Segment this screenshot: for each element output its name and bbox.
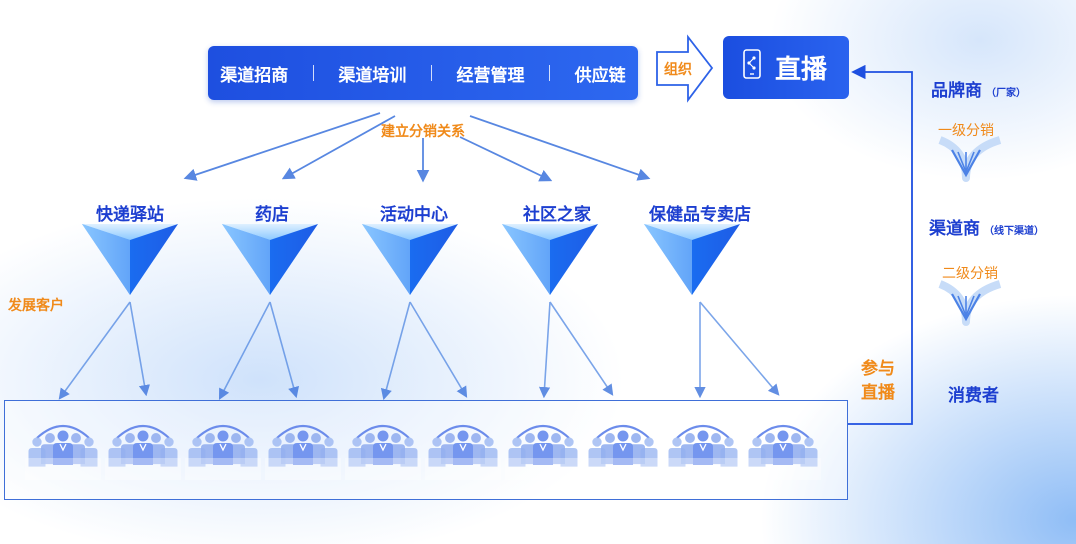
organize-arrow-icon xyxy=(656,34,714,103)
customer-group-icon xyxy=(345,425,421,480)
separator xyxy=(549,65,551,81)
customer-group-icon xyxy=(185,425,261,480)
store-label[interactable]: 快递驿站 xyxy=(96,205,164,225)
customer-group-icon xyxy=(265,425,341,480)
chevron-down-icon xyxy=(938,280,1002,326)
top-bar-item[interactable]: 渠道招商 xyxy=(220,65,289,86)
store-label[interactable]: 保健品专卖店 xyxy=(649,205,751,225)
channel-note: （线下渠道） xyxy=(984,226,1044,237)
channel-title: 渠道商 （线下渠道） xyxy=(929,214,1044,239)
customer-group-icon xyxy=(425,425,501,480)
level2-label: 二级分销 xyxy=(942,266,998,282)
brand-title: 品牌商 （厂家） xyxy=(931,76,1026,101)
store-label[interactable]: 活动中心 xyxy=(380,205,448,225)
participate-label: 参与 直播 xyxy=(858,357,898,405)
funnel-shapes xyxy=(82,224,740,295)
smartphone-share-icon xyxy=(743,49,761,86)
participate-line: 直播 xyxy=(861,383,895,403)
customer-group-icon xyxy=(745,425,821,480)
channel-title-text: 渠道商 xyxy=(929,219,980,239)
live-box[interactable]: 直播 xyxy=(723,36,849,99)
separator xyxy=(430,65,432,81)
develop-label: 发展客户 xyxy=(8,298,64,314)
customer-group-icon xyxy=(25,425,101,480)
store-label[interactable]: 药店 xyxy=(255,205,289,225)
customer-group-icon xyxy=(505,425,581,480)
organize-label: 组织 xyxy=(664,62,692,78)
top-bar: 渠道招商 渠道培训 经营管理 供应链 xyxy=(208,46,638,100)
customer-box xyxy=(4,400,848,500)
participate-line: 参与 xyxy=(861,359,895,379)
consumer-title: 消费者 xyxy=(948,386,999,406)
customer-group-icon xyxy=(105,425,181,480)
chevron-down-icon xyxy=(938,136,1002,182)
customer-groups xyxy=(25,425,821,480)
customer-group-icon xyxy=(585,425,661,480)
store-label[interactable]: 社区之家 xyxy=(523,205,591,225)
live-label: 直播 xyxy=(775,55,828,85)
relation-label: 建立分销关系 xyxy=(381,124,465,140)
level1-label: 一级分销 xyxy=(938,123,994,139)
top-bar-item[interactable]: 经营管理 xyxy=(456,65,525,86)
customer-group-icon xyxy=(665,425,741,480)
brand-note: （厂家） xyxy=(986,88,1026,99)
separator xyxy=(312,65,314,81)
top-bar-item[interactable]: 供应链 xyxy=(574,65,626,86)
top-bar-item[interactable]: 渠道培训 xyxy=(338,65,407,86)
brand-title-text: 品牌商 xyxy=(931,81,982,101)
